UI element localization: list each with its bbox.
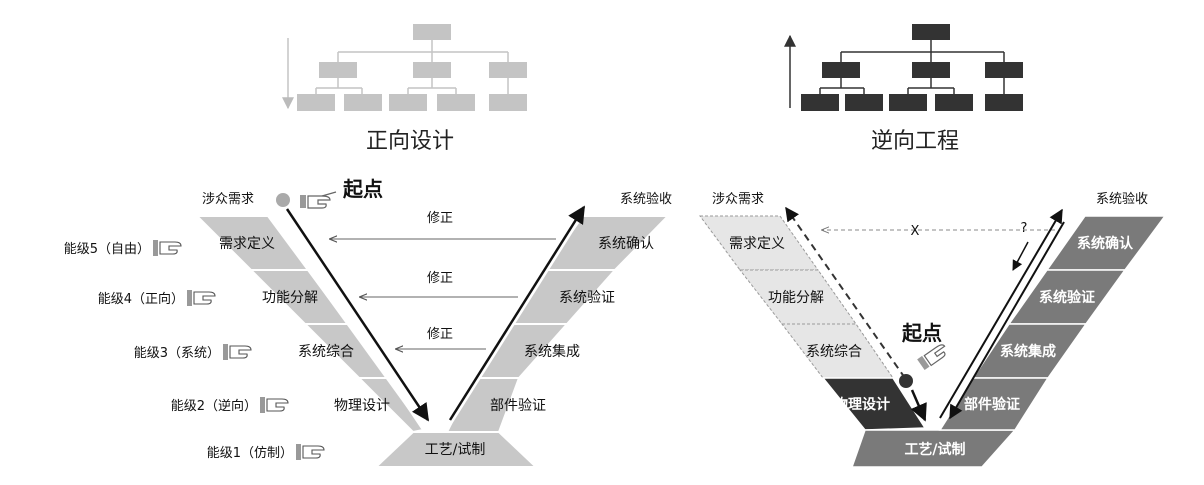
level-hand-icons [153, 240, 325, 460]
level-5-hand-icon [153, 240, 182, 256]
reverse-start-dot [899, 374, 913, 388]
level-3-label: 能级3（系统） [134, 346, 220, 361]
forward-up-path-arrow [448, 205, 586, 421]
capability-levels: 能级5（自由） 能级4（正向） 能级3（系统） 能级2（逆向） 能级1（仿制） [64, 242, 293, 461]
reverse-hierarchy-tree [784, 24, 1023, 111]
level-1-hand-icon [296, 444, 325, 460]
forward-left-stage-2: 功能分解 [262, 290, 318, 306]
reverse-question-mark: ? [1021, 221, 1028, 236]
forward-left-stage-1: 需求定义 [219, 236, 275, 252]
reverse-title: 逆向工程 [871, 129, 959, 154]
reverse-down-to-bottom-arrow [910, 389, 927, 422]
reverse-left-stage-2: 功能分解 [768, 290, 824, 306]
reverse-start-label: 起点 [901, 321, 942, 345]
fix-label-2: 修正 [427, 271, 453, 286]
forward-start-label: 起点 [342, 177, 383, 201]
fix-label-3: 修正 [427, 327, 453, 342]
level-2-label: 能级2（逆向） [171, 398, 257, 414]
reverse-cross-mark: X [911, 224, 920, 239]
reverse-right-top-label: 系统验收 [1096, 191, 1148, 207]
forward-right-stage-1: 系统确认 [598, 236, 654, 252]
forward-right-top-label: 系统验收 [620, 191, 672, 207]
forward-left-stage-4: 物理设计 [334, 398, 390, 414]
reverse-right-stage-3: 系统集成 [1000, 343, 1056, 360]
reverse-dashed-up-arrow [785, 206, 906, 379]
forward-right-stage-3: 系统集成 [524, 343, 580, 360]
reverse-up-right-arrow [939, 208, 1063, 419]
reverse-v-shape [699, 215, 1167, 468]
reverse-stage-function [738, 269, 857, 325]
level-4-hand-icon [187, 290, 216, 306]
reverse-left-stage-1: 需求定义 [729, 236, 785, 252]
forward-right-stage-4: 部件验证 [490, 398, 546, 414]
reverse-right-stage-1: 系统确认 [1077, 235, 1134, 252]
reverse-left-top-label: 涉众需求 [712, 192, 764, 207]
reverse-right-stage-4: 部件验证 [964, 396, 1020, 413]
forward-down-path-arrow [285, 208, 430, 422]
forward-hierarchy-tree [282, 24, 527, 111]
fix-label-1: 修正 [427, 211, 453, 226]
reverse-down-right-arrow [949, 221, 1065, 420]
level-1-label: 能级1（仿制） [207, 446, 293, 461]
level-2-hand-icon [260, 397, 289, 413]
forward-title: 正向设计 [366, 129, 454, 154]
reverse-right-stage-2: 系统验证 [1039, 289, 1095, 306]
reverse-stage-synthesis [780, 323, 894, 379]
forward-left-top-label: 涉众需求 [202, 192, 254, 207]
forward-right-stage-2: 系统验证 [559, 290, 615, 306]
forward-bottom-stage: 工艺/试制 [425, 442, 486, 458]
forward-start-dot [276, 193, 290, 207]
level-5-label: 能级5（自由） [64, 242, 150, 257]
forward-left-stage-3: 系统综合 [298, 344, 354, 360]
level-4-label: 能级4（正向） [98, 291, 184, 307]
reverse-bottom-stage: 工艺/试制 [904, 441, 965, 458]
reverse-question-arrow [1012, 241, 1029, 271]
forward-pointing-hand-icon [300, 191, 337, 209]
reverse-left-stage-3: 系统综合 [806, 344, 862, 360]
reverse-stage-physical [821, 377, 927, 431]
reverse-pointing-hand-icon [917, 344, 946, 371]
forward-v-shape [194, 215, 671, 468]
level-3-hand-icon [223, 344, 252, 360]
reverse-left-stage-4: 物理设计 [834, 396, 890, 413]
